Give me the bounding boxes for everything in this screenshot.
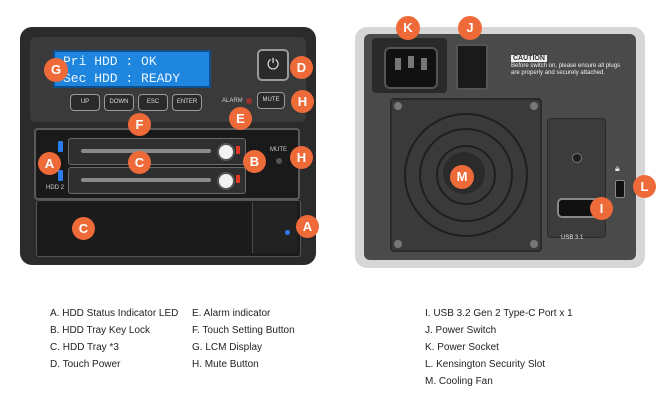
callout-d: D (290, 56, 313, 79)
legend-item-b: B. HDD Tray Key Lock (50, 325, 151, 336)
caution-label: CAUTION Before switch on, please ensure … (511, 55, 626, 77)
lock-indicator-1 (236, 146, 240, 154)
power-socket[interactable] (384, 47, 438, 89)
hdd-tray-3-latch (252, 202, 297, 253)
callout-g: G (44, 58, 68, 82)
caution-title: CAUTION (511, 55, 547, 62)
socket-pin-center (408, 56, 414, 68)
socket-pin-right (421, 58, 427, 70)
lcd-line-1: Pri HDD : OK (63, 54, 157, 69)
alarm-label: ALARM (222, 98, 243, 104)
callout-c-top: C (128, 151, 151, 174)
usb-label: USB 3.1 (561, 235, 584, 241)
callout-m: M (450, 165, 474, 189)
legend-column-2: E. Alarm indicator F. Touch Setting Butt… (192, 307, 295, 375)
lcm-display: Pri HDD : OK Sec HDD : READY (53, 50, 211, 88)
fan-ring-outer (404, 113, 528, 237)
legend-item-i: I. USB 3.2 Gen 2 Type-C Port x 1 (425, 308, 573, 319)
enter-button[interactable]: ENTER (172, 94, 202, 111)
lock-indicator-2 (236, 175, 240, 183)
fan-ring-middle (419, 128, 513, 222)
legend-item-f: F. Touch Setting Button (192, 325, 295, 336)
mute-button[interactable]: MUTE (257, 92, 285, 109)
callout-h-bottom: H (290, 146, 313, 169)
callout-e: E (229, 107, 252, 130)
legend-item-g: G. LCM Display (192, 342, 263, 353)
hdd-2-label: HDD 2 (46, 185, 65, 191)
callout-b: B (243, 150, 266, 173)
kensington-security-slot[interactable] (615, 180, 625, 198)
callout-l: L (633, 175, 656, 198)
legend-column-1: A. HDD Status Indicator LED B. HDD Tray … (50, 307, 178, 375)
socket-pin-left (395, 58, 401, 70)
plate-screw (572, 153, 582, 163)
callout-a-bottom: A (296, 215, 319, 238)
power-icon: ⏻ (267, 56, 279, 73)
legend-item-j: J. Power Switch (425, 325, 497, 336)
fan-screw-tr (530, 102, 538, 110)
down-button[interactable]: DOWN (104, 94, 134, 111)
usb-port-plate (547, 118, 606, 238)
hdd-status-led-3 (285, 230, 290, 235)
esc-button[interactable]: ESC (138, 94, 168, 111)
fan-screw-br (530, 240, 538, 248)
hdd-tray-2[interactable] (68, 167, 246, 194)
tray-key-lock-1[interactable] (217, 143, 235, 161)
legend-item-e: E. Alarm indicator (192, 308, 271, 319)
callout-i: I (590, 197, 613, 220)
caution-text: Before switch on, please ensure all plug… (511, 63, 621, 76)
tray-handle (81, 178, 211, 182)
hdd-tray-1[interactable] (68, 138, 246, 165)
legend-item-h: H. Mute Button (192, 359, 259, 370)
callout-f: F (128, 113, 151, 136)
alarm-indicator (246, 98, 252, 104)
callout-h-top: H (291, 90, 314, 113)
callout-k: K (396, 16, 420, 40)
legend-item-l: L. Kensington Security Slot (425, 359, 546, 370)
hdd-status-led-1 (58, 141, 63, 152)
callout-j: J (458, 16, 482, 40)
fan-screw-bl (394, 240, 402, 248)
hdd-status-led-2 (58, 170, 63, 181)
legend-item-c: C. HDD Tray *3 (50, 342, 119, 353)
tray-mute-label: MUTE (270, 147, 287, 153)
lcd-line-2: Sec HDD : READY (63, 71, 181, 86)
tray-handle (81, 149, 211, 153)
legend-column-3: I. USB 3.2 Gen 2 Type-C Port x 1 J. Powe… (425, 307, 573, 392)
power-switch[interactable] (456, 44, 488, 90)
callout-a-top: A (38, 152, 61, 175)
callout-c-bottom: C (72, 217, 95, 240)
tray-mute-button[interactable] (276, 158, 282, 164)
up-button[interactable]: UP (70, 94, 100, 111)
legend-item-m: M. Cooling Fan (425, 376, 493, 387)
lock-icon: 🔒︎ (615, 163, 620, 173)
tray-key-lock-2[interactable] (217, 172, 235, 190)
fan-screw-tl (394, 102, 402, 110)
legend-item-a: A. HDD Status Indicator LED (50, 308, 179, 319)
legend-item-d: D. Touch Power (50, 359, 121, 370)
fan-ring-inner (436, 145, 496, 205)
touch-power-button[interactable]: ⏻ (257, 49, 289, 81)
legend-item-k: K. Power Socket (425, 342, 499, 353)
